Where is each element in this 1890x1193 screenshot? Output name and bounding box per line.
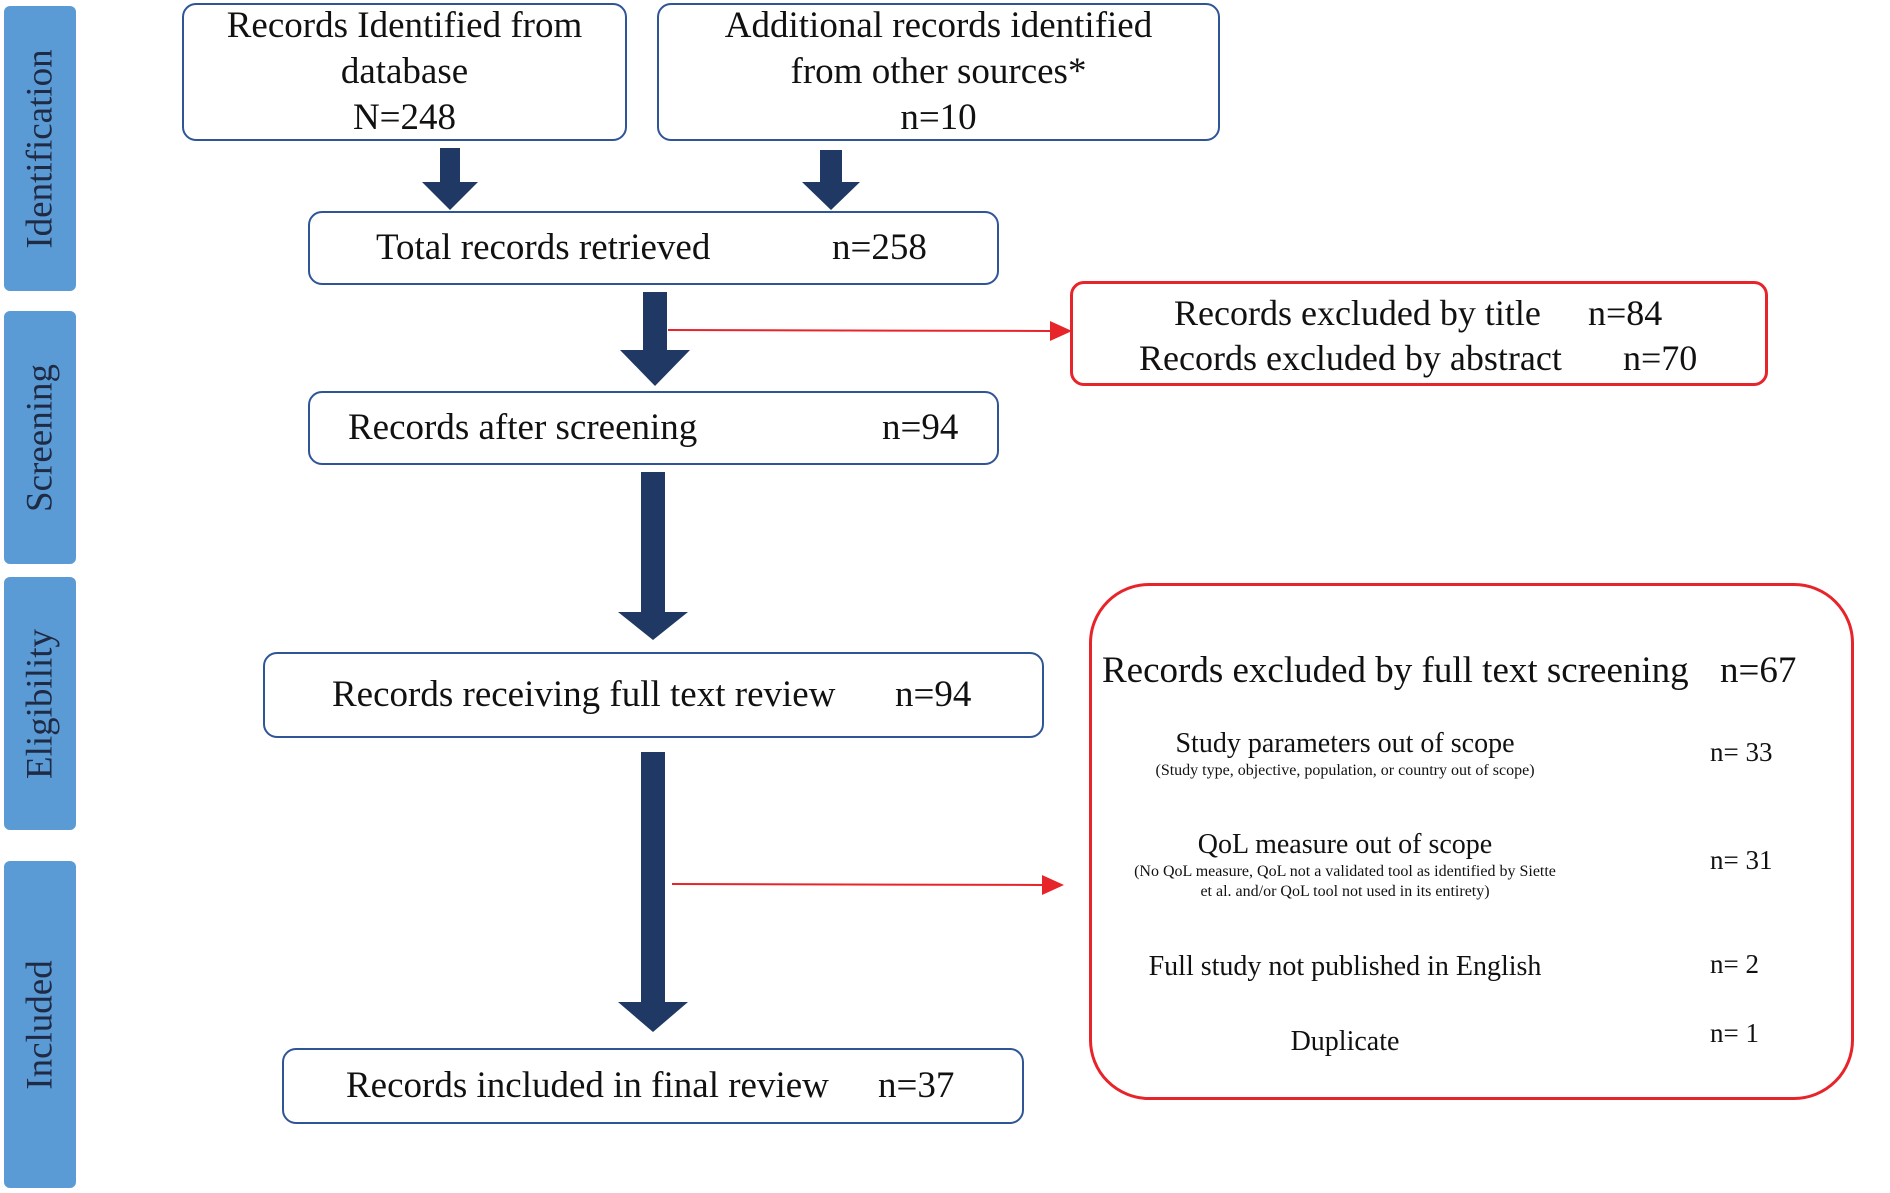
arrow-fulltext-exclusion-line [671, 883, 1043, 886]
final-review-count: n=37 [878, 1065, 955, 1106]
stage-identification: Identification [4, 6, 76, 291]
arrow-other-to-total [802, 150, 860, 210]
reason-study-parameters: Study parameters out of scope (Study typ… [1110, 728, 1580, 780]
reason-not-english-count: n= 2 [1710, 949, 1759, 979]
reason-qol-measure: QoL measure out of scope (No QoL measure… [1110, 829, 1580, 901]
stage-screening: Screening [4, 311, 76, 564]
total-retrieved-count: n=258 [832, 227, 927, 268]
final-review-label: Records included in final review [346, 1065, 829, 1106]
after-screening-label: Records after screening [348, 407, 698, 448]
excluded-by-abstract-label: Records excluded by abstract [1139, 338, 1562, 378]
stage-eligibility: Eligibility [4, 577, 76, 830]
reason-qol-measure-detail-1: (No QoL measure, QoL not a validated too… [1134, 863, 1556, 880]
arrow-database-to-total [422, 148, 478, 210]
full-text-exclusion-heading-count: n=67 [1720, 650, 1797, 691]
reason-study-parameters-count: n= 33 [1710, 737, 1773, 767]
reason-duplicate-count: n= 1 [1710, 1018, 1759, 1048]
after-screening-count: n=94 [882, 407, 959, 448]
total-retrieved-label: Total records retrieved [376, 227, 711, 268]
box-final-review: Records included in final review n=37 [282, 1048, 1024, 1124]
reason-duplicate-label: Duplicate [1290, 1026, 1400, 1057]
reason-not-english-label: Full study not published in English [1148, 951, 1542, 982]
box-other-sources-line2: from other sources* [790, 51, 1087, 92]
excluded-by-title-label: Records excluded by title [1174, 293, 1541, 333]
arrow-total-to-screened [620, 292, 690, 386]
box-full-text-review: Records receiving full text review n=94 [263, 652, 1044, 738]
box-other-sources-line1: Additional records identified [724, 5, 1153, 46]
box-records-database: Records Identified from database N=248 [182, 3, 627, 141]
arrow-screening-exclusion-head [1050, 321, 1072, 341]
full-text-review-label: Records receiving full text review [332, 674, 836, 715]
stage-included: Included [4, 861, 76, 1188]
reason-duplicate: Duplicate [1110, 1026, 1580, 1058]
box-screening-exclusions: Records excluded by title n=84 Records e… [1070, 281, 1768, 386]
full-text-exclusion-heading: Records excluded by full text screening [1102, 650, 1689, 691]
arrow-screened-to-fulltext [618, 472, 688, 640]
reason-study-parameters-label: Study parameters out of scope [1175, 728, 1515, 759]
box-after-screening: Records after screening n=94 [308, 391, 999, 465]
arrow-fulltext-exclusion-head [1042, 875, 1064, 895]
reason-not-english: Full study not published in English [1110, 951, 1580, 983]
box-records-database-line1: Records Identified from [226, 5, 583, 46]
box-records-other-sources: Additional records identified from other… [657, 3, 1220, 141]
box-full-text-exclusions: Records excluded by full text screening … [1089, 583, 1854, 1100]
arrow-screening-exclusion-line [667, 329, 1051, 332]
box-records-database-count: N=248 [352, 97, 457, 138]
box-total-retrieved: Total records retrieved n=258 [308, 211, 999, 285]
box-records-database-line2: database [340, 51, 469, 92]
excluded-by-title-count: n=84 [1588, 293, 1663, 333]
reason-study-parameters-detail: (Study type, objective, population, or c… [1155, 762, 1535, 779]
excluded-by-abstract-count: n=70 [1623, 338, 1698, 378]
reason-qol-measure-count: n= 31 [1710, 845, 1773, 875]
reason-qol-measure-detail-2: et al. and/or QoL tool not used in its e… [1200, 883, 1490, 900]
box-other-sources-count: n=10 [900, 97, 977, 138]
reason-qol-measure-label: QoL measure out of scope [1197, 829, 1493, 860]
full-text-review-count: n=94 [895, 674, 972, 715]
arrow-fulltext-to-final [618, 752, 688, 1032]
